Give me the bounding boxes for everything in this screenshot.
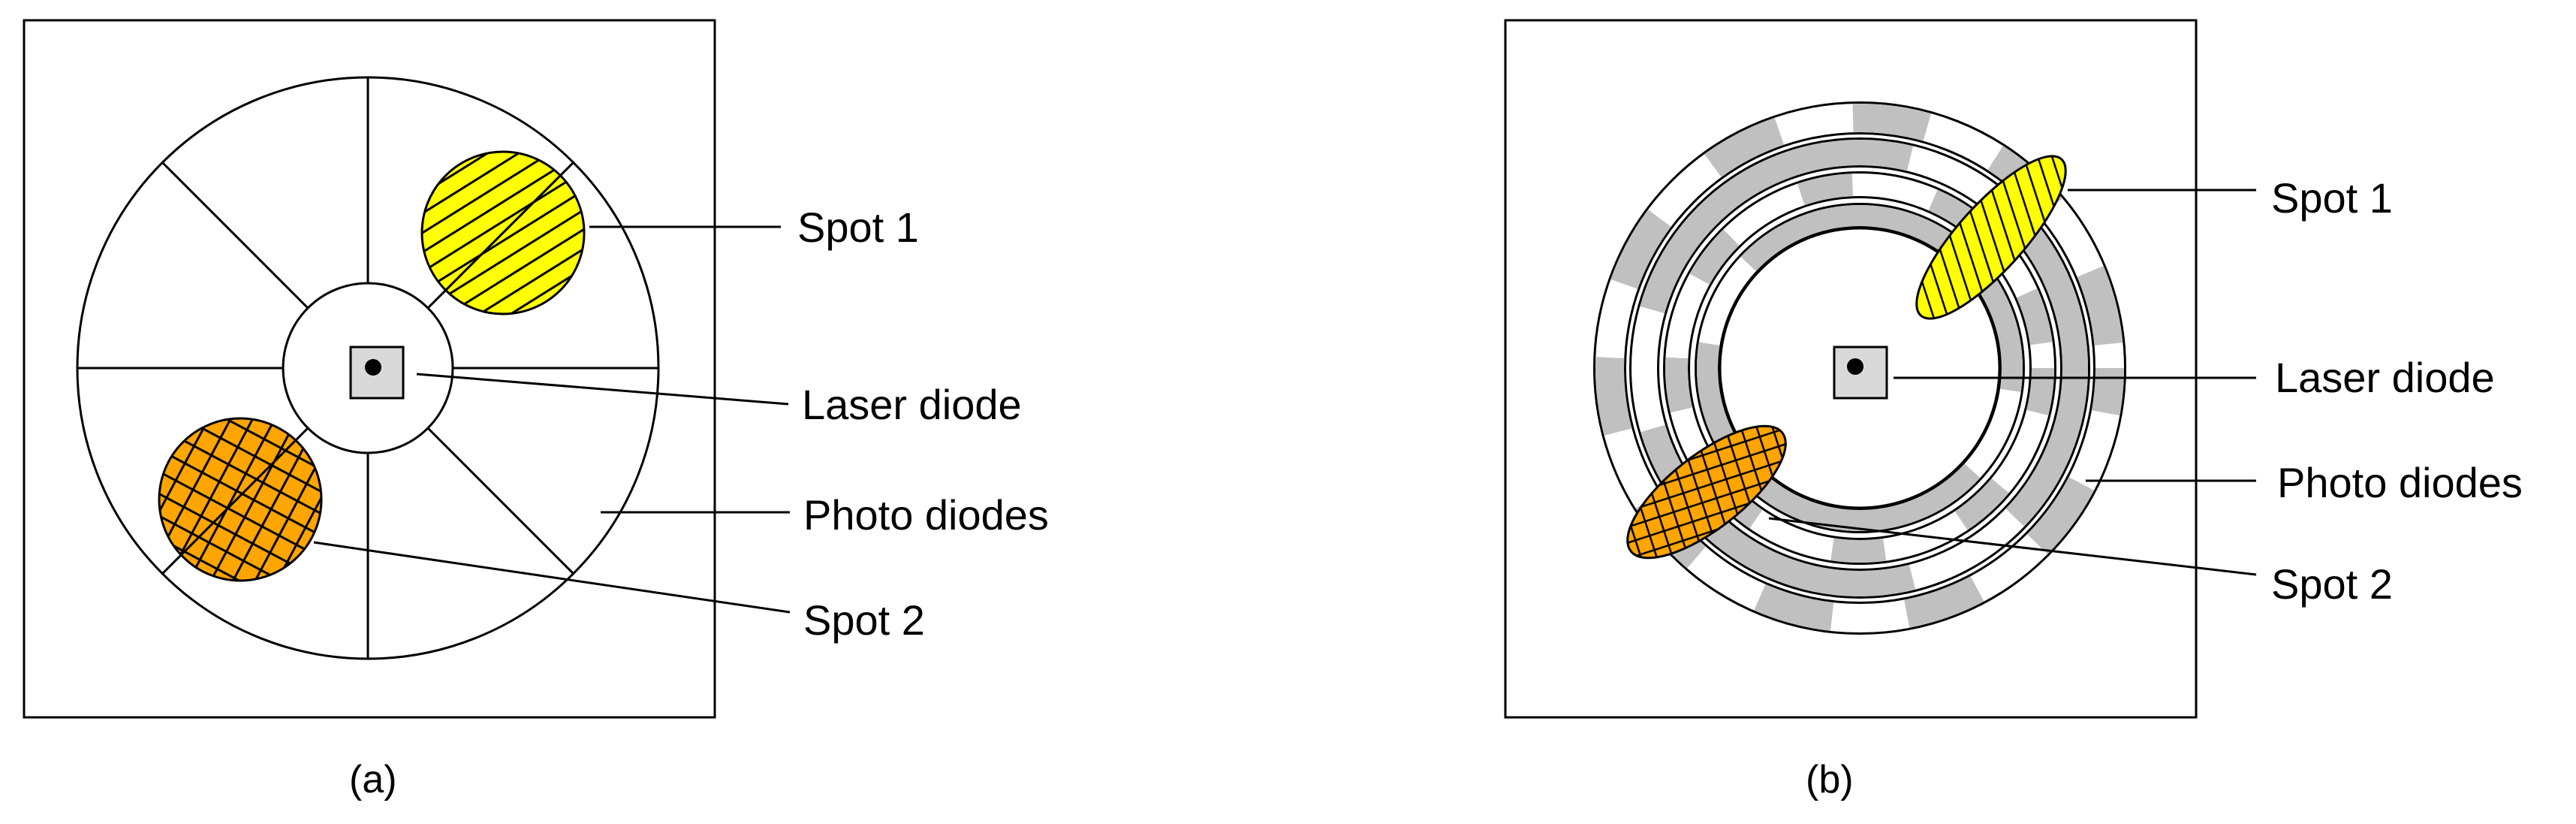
laser-diode [1833, 346, 1888, 400]
panel-b-spot1-label: Spot 1 [2271, 174, 2393, 222]
panel-b: Spot 1 Laser diode Photo diodes Spot 2 (… [1504, 19, 2523, 801]
panel-a: Spot 1 Laser diode Photo diodes Spot 2 (… [23, 19, 1049, 801]
panel-a-leader-lines [313, 225, 791, 614]
spot-1 [1915, 155, 2067, 320]
panel-b-caption: (b) [1806, 758, 1854, 801]
spot-1 [420, 150, 586, 315]
spot-2 [158, 417, 323, 582]
panel-a-caption: (a) [349, 758, 397, 801]
panel-b-laser-label: Laser diode [2275, 354, 2495, 401]
laser-diode-dot [1847, 358, 1863, 375]
panel-a-spot2-label: Spot 2 [803, 596, 925, 644]
photo-diode-rings [1593, 101, 2126, 635]
panel-b-spot2-label: Spot 2 [2271, 560, 2393, 608]
spot-2 [1626, 424, 1787, 560]
panel-a-photo-label: Photo diodes [803, 491, 1049, 539]
panel-b-leader-lines [1768, 189, 2257, 576]
laser-diode-dot [365, 359, 381, 376]
panel-a-spot1-label: Spot 1 [797, 204, 919, 251]
panel-a-laser-label: Laser diode [802, 381, 1022, 428]
panel-b-photo-label: Photo diodes [2277, 459, 2523, 506]
